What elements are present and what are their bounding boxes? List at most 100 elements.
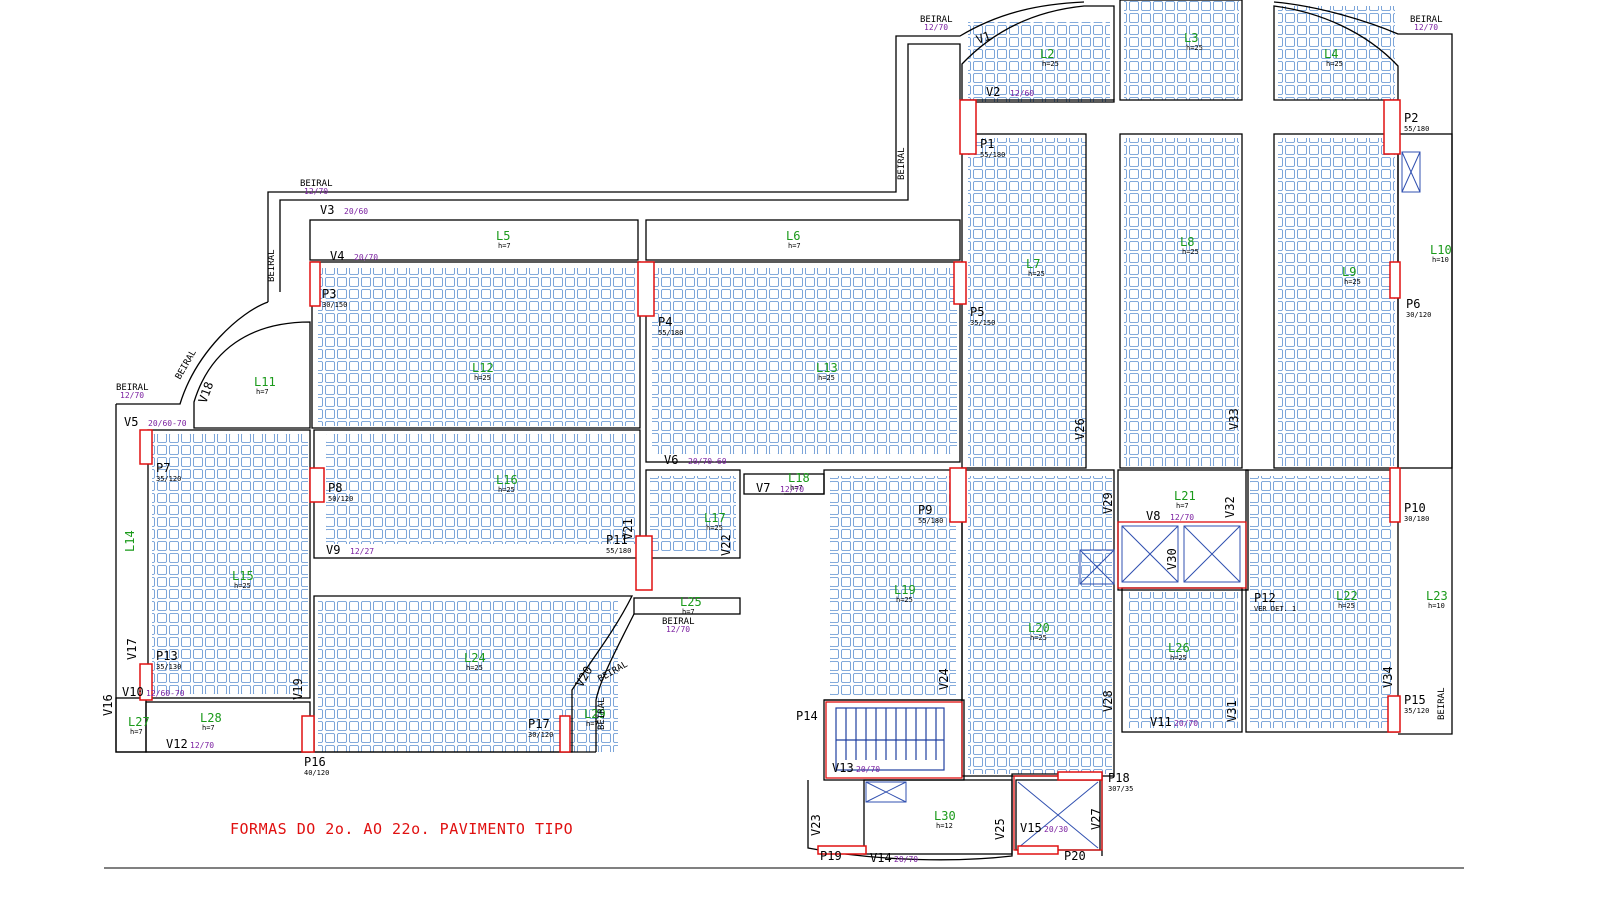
pillar-label-p13: P13	[156, 649, 178, 663]
pillars[interactable]	[139, 99, 1401, 855]
pillar-p16[interactable]	[301, 715, 315, 753]
eave-label-7: BEIRAL	[116, 383, 149, 393]
slab-thickness-l13: h=25	[818, 374, 835, 382]
pillar-p1[interactable]	[959, 99, 977, 155]
pillar-p6[interactable]	[1389, 261, 1401, 299]
slab-thickness-l29: h=7	[586, 720, 599, 728]
eave-label-6: BEIRAL	[174, 348, 199, 381]
arc-l4	[1273, 5, 1399, 101]
shaft-opening-a	[1121, 525, 1179, 583]
eave-dim-7: 12/70	[120, 391, 144, 400]
slab-grid-l8	[1124, 138, 1239, 466]
pillar-dim-p16: 40/120	[304, 769, 329, 777]
slab-grid-l22	[1250, 476, 1392, 728]
pillar-dim-p13: 35/130	[156, 663, 181, 671]
slab-thickness-l4: h=25	[1326, 60, 1343, 68]
slab-thickness-l5: h=7	[498, 242, 511, 250]
beam-label-v1: V1	[974, 29, 992, 47]
slab-grid-l16	[326, 434, 636, 544]
eave-label-2: BEIRAL	[1410, 15, 1443, 25]
slab-label-l12: L12	[472, 361, 494, 375]
drawing-title: FORMAS DO 2o. AO 22o. PAVIMENTO TIPO	[230, 820, 573, 838]
slab-grid-l13	[652, 268, 957, 454]
slab-label-l23: L23	[1426, 589, 1448, 603]
pillar-label-p16: P16	[304, 755, 326, 769]
slab-label-l2: L2	[1040, 47, 1054, 61]
pillar-label-p18: P18	[1108, 771, 1130, 785]
pillar-p19[interactable]	[817, 845, 867, 855]
slab-l15-outline	[147, 429, 311, 699]
pillar-p3[interactable]	[309, 261, 321, 307]
pillar-p18[interactable]	[1057, 771, 1103, 781]
pillar-p9[interactable]	[949, 467, 967, 523]
slab-l5-outline	[309, 219, 639, 261]
beam-dim-v8: 12/70	[1170, 513, 1194, 522]
beam-label-v15: V15	[1020, 821, 1042, 835]
pillar-p8[interactable]	[309, 467, 325, 503]
slab-thickness-l28: h=7	[202, 724, 215, 732]
slab-label-l21: L21	[1174, 489, 1196, 503]
pillar-p17[interactable]	[559, 715, 571, 753]
beam-dim-v11: 20/70	[1174, 719, 1198, 728]
pillar-p15[interactable]	[1387, 695, 1401, 733]
pillar-dim-p11: 55/180	[606, 547, 631, 555]
slab-thickness-l19: h=25	[896, 596, 913, 604]
beam-dim-v3: 20/60	[344, 207, 368, 216]
shaft-opening-e	[865, 781, 907, 803]
pillar-dim-p2: 55/180	[1404, 125, 1429, 133]
pillar-dim-p9: 55/180	[918, 517, 943, 525]
slab-thickness-l18: h=7	[790, 484, 803, 492]
slab-label-l9: L9	[1342, 265, 1356, 279]
slab-l11-outline	[193, 321, 311, 429]
pillar-label-p11: P11	[606, 533, 628, 547]
beam-label-v2: V2	[986, 85, 1000, 99]
slab-thickness-l12: h=25	[474, 374, 491, 382]
pillar-p10[interactable]	[1389, 467, 1401, 523]
beam-label-v25: V25	[993, 818, 1007, 840]
slab-label-l28: L28	[200, 711, 222, 725]
slab-l10-outline	[1397, 133, 1453, 469]
beam-label-v16: V16	[101, 694, 115, 716]
beam-dim-v6: 20/70-60	[688, 457, 727, 466]
slab-label-l7: L7	[1026, 257, 1040, 271]
pillar-dim-p10: 30/180	[1404, 515, 1429, 523]
pillar-p2[interactable]	[1383, 99, 1401, 155]
eave-dim-1: 12/70	[924, 23, 948, 32]
pillar-p20[interactable]	[1017, 845, 1059, 855]
pillar-p11[interactable]	[635, 535, 653, 591]
beam-dim-v10: 12/60-70	[146, 689, 185, 698]
beam-label-v5: V5	[124, 415, 138, 429]
shaft-opening-c	[1079, 549, 1115, 585]
slab-thickness-l6: h=7	[788, 242, 801, 250]
slab-label-l19: L19	[894, 583, 916, 597]
eave-outline-top	[267, 1, 1453, 735]
beam-label-v13: V13	[832, 761, 854, 775]
pillar-label-p2: P2	[1404, 111, 1418, 125]
slab-grid-l20	[968, 476, 1112, 774]
pillar-labels: P155/180P255/180P330/150P455/180P535/150…	[156, 111, 1431, 863]
eave-label-4: BEIRAL	[897, 147, 907, 180]
beam-label-v28: V28	[1101, 690, 1115, 712]
beam-dim-v13: 20/70	[856, 765, 880, 774]
slab-grid-l26	[1128, 592, 1238, 728]
pillar-p4[interactable]	[637, 261, 655, 317]
pillar-p5[interactable]	[953, 261, 967, 305]
pillar-dim-p17: 30/120	[528, 731, 553, 739]
slab-thickness-l27: h=7	[130, 728, 143, 736]
pillar-p13[interactable]	[139, 663, 153, 701]
slab-thickness-l30: h=12	[936, 822, 953, 830]
slab-label-l22: L22	[1336, 589, 1358, 603]
stair-treads[interactable]	[835, 707, 945, 771]
slab-l6-outline	[645, 219, 961, 261]
eave-label-11: BEIRAL	[1437, 687, 1447, 720]
pillar-p7[interactable]	[139, 429, 153, 465]
slab-grid-l19	[830, 476, 956, 696]
slab-thickness-l11: h=7	[256, 388, 269, 396]
beam-dim-v5: 20/60-70	[148, 419, 187, 428]
slab-thickness-l2: h=25	[1042, 60, 1059, 68]
beam-label-v18: V18	[196, 380, 217, 405]
beam-label-v27: V27	[1089, 808, 1103, 830]
slab-label-l5: L5	[496, 229, 510, 243]
beam-label-v9: V9	[326, 543, 340, 557]
